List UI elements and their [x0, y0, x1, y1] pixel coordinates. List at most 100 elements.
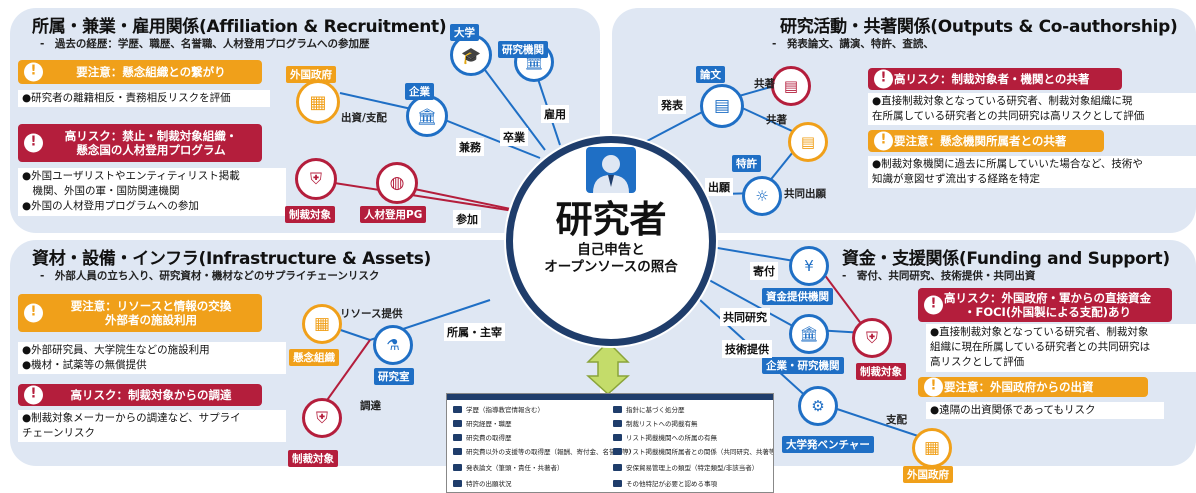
lab-node: ⚗ — [373, 325, 413, 365]
outputs-caution-note: ●制裁対象機関に過去に所属していいた場合など、技術や 知識が意図せず流出する経路… — [868, 156, 1196, 189]
infra-high-note: ●制裁対象メーカーからの調達など、サプライ チェーンリスク — [18, 410, 286, 443]
edge-joint: 共同研究 — [720, 308, 770, 326]
exclamation-icon: ! — [24, 133, 43, 153]
concern-org-node: ▦ — [302, 304, 342, 344]
outputs-high-banner: ! 高リスク：制裁対象者・機関との共著 — [868, 68, 1122, 90]
funder-node: ¥ — [789, 246, 829, 286]
form-row: 指針に基づく処分歴 — [613, 404, 685, 414]
infra-caution-note: ●外部研究員、大学院生などの施設利用 ●機材・試薬等の無償提供 — [18, 342, 286, 375]
funding-high-banner: ! 高リスク：外国政府・軍からの直接資金・FOCI(外国製による支配)あり — [918, 288, 1172, 322]
infra-title: 資材・設備・インフラ(Infrastructure & Assets) — [32, 249, 431, 269]
patent-tag: 特許 — [732, 155, 761, 172]
edge-affiliation: 所属・主宰 — [444, 323, 505, 341]
form-row: 安保貿易管理上の類型（特定類型/非該当者） — [613, 462, 758, 472]
patent-node: ☼ — [742, 176, 782, 216]
form-row: 研究費以外の支援等の取得歴（報酬、寄付金、名誉職等） — [453, 446, 635, 456]
funding-subtitle: - 寄付、共同研究、技術提供・共同出資 — [842, 270, 1036, 282]
exclamation-icon: ! — [24, 385, 43, 405]
center-title: 研究者 — [555, 198, 667, 241]
lab-tag: 研究室 — [374, 368, 414, 385]
funder-tag: 資金提供機関 — [762, 288, 833, 305]
edge-donate: 寄付 — [750, 262, 778, 280]
coauthor-doc-node-2: ▤ — [788, 122, 828, 162]
edge-tech: 技術提供 — [722, 340, 772, 358]
edge-apply: 出願 — [705, 178, 733, 196]
infra-sanction-node: ⛨ — [302, 398, 342, 438]
talent-pg-tag: 人材登用PG — [360, 206, 427, 223]
center-line1: 自己申告と — [577, 241, 645, 258]
edge-present: 発表 — [658, 96, 686, 114]
company-tag: 企業 — [405, 83, 434, 100]
funding-company-node: 🏛 — [789, 314, 829, 354]
center-line2: オープンソースの照合 — [544, 259, 678, 276]
funding-caution-note: ●遠隔の出資関係であってもリスク — [926, 402, 1164, 420]
startup-node: ⚙ — [798, 386, 838, 426]
coauthor-doc-node-1: ▤ — [771, 66, 811, 106]
sanction-shield-node: ⛨ — [295, 158, 337, 200]
exclamation-icon: ! — [924, 295, 943, 315]
edge-graduate: 卒業 — [500, 128, 528, 146]
funding-title: 資金・支援関係(Funding and Support) — [842, 249, 1170, 269]
form-row: 特許の出願状況 — [453, 478, 512, 488]
concern-org-tag: 懸念組織 — [289, 349, 339, 366]
exclamation-icon: ! — [924, 377, 943, 397]
edge-control: 支配 — [886, 414, 907, 426]
outputs-title: 研究活動・共著関係(Outputs & Co-authorship) — [780, 17, 1178, 37]
form-row: 研究費の取得歴 — [453, 432, 512, 442]
infra-sanctioned-tag: 制裁対象 — [288, 450, 338, 467]
affiliation-title: 所属・兼業・雇用関係(Affiliation & Recruitment) — [32, 17, 447, 37]
outputs-high-note: ●直接制裁対象となっている研究者、制裁対象組織に現 在所属している研究者との共同… — [868, 93, 1196, 126]
form-row: 発表論文（筆頭・責任・共著者） — [453, 462, 564, 472]
edge-coauthor-1: 共著 — [754, 78, 775, 90]
sanctioned-tag: 制裁対象 — [285, 206, 335, 223]
form-row: その他特記が必要と認める事項 — [613, 478, 717, 488]
foreign-gov-tag: 外国政府 — [286, 66, 336, 83]
affiliation-caution-note: ●研究者の離籍相反・責務相反リスクを評価 — [18, 90, 270, 108]
startup-tag: 大学発ベンチャー — [782, 436, 874, 453]
exclamation-icon: ! — [24, 62, 43, 82]
funding-sanction-node: ⛨ — [852, 318, 892, 358]
affiliation-high-note: ●外国ユーザリストやエンティティリスト掲載 機関、外国の軍・国防関連機関 ●外国… — [18, 168, 286, 216]
edge-joint-apply: 共同出願 — [784, 188, 826, 200]
person-icon — [586, 147, 636, 193]
outputs-subtitle: - 発表論文、講演、特許、査読、 — [772, 38, 934, 50]
form-row: リスト掲載機関所属者との関係（共同研究、共著等） — [613, 446, 773, 456]
exclamation-icon: ! — [874, 131, 893, 151]
talent-globe-node: ◍ — [376, 162, 418, 204]
funding-company-tag: 企業・研究機関 — [762, 357, 844, 374]
form-row: 制裁リストへの掲載有無 — [613, 418, 698, 428]
edge-participate: 参加 — [453, 210, 481, 228]
form-row: リスト掲載機関への所属の有無 — [613, 432, 717, 442]
affiliation-subtitle: - 過去の経歴：学歴、職歴、名誉職、人材登用プログラムへの参加歴 — [40, 38, 370, 50]
infra-subtitle: - 外部人員の立ち入り、研究資材・機材などのサプライチェーンリスク — [40, 270, 380, 282]
outputs-caution-banner: ! 要注意：懸念機関所属者との共著 — [868, 130, 1104, 152]
research-inst-tag: 研究機関 — [498, 41, 548, 58]
company-node: 🏛 — [406, 95, 448, 137]
edge-invest: 出資/支配 — [341, 112, 387, 124]
edge-employ: 雇用 — [541, 105, 569, 123]
center-circle: 研究者 自己申告と オープンソースの照合 — [506, 136, 716, 346]
exclamation-icon: ! — [874, 69, 893, 89]
paper-tag: 論文 — [696, 66, 725, 83]
edge-procure: 調達 — [360, 400, 381, 412]
funding-foreign-gov-node: ▦ — [912, 428, 952, 468]
form-row: 研究経歴・職歴 — [453, 418, 512, 428]
edge-resource: リソース提供 — [340, 308, 403, 320]
exclamation-icon: ! — [24, 303, 43, 323]
edge-coauthor-2: 共著 — [766, 114, 787, 126]
infra-high-banner: ! 高リスク：制裁対象からの調達 — [18, 384, 262, 406]
affiliation-high-banner: ! 高リスク：禁止・制裁対象組織・懸念国の人材登用プログラム — [18, 124, 262, 162]
edge-side-job: 兼務 — [456, 138, 484, 156]
bidirectional-arrow — [586, 340, 630, 396]
affiliation-caution-banner: ! 要注意：懸念組織との繋がり — [18, 60, 262, 84]
foreign-gov-node: ▦ — [296, 80, 340, 124]
paper-node: ▤ — [700, 84, 744, 128]
infra-caution-banner: ! 要注意：リソースと情報の交換外部者の施設利用 — [18, 294, 262, 332]
self-report-form: 学歴（指導教官情報含む） 研究経歴・職歴 研究費の取得歴 研究費以外の支援等の取… — [446, 393, 774, 493]
funding-foreign-gov-tag: 外国政府 — [903, 466, 953, 483]
university-tag: 大学 — [450, 24, 479, 41]
funding-sanctioned-tag: 制裁対象 — [856, 363, 906, 380]
form-row: 学歴（指導教官情報含む） — [453, 404, 544, 414]
funding-high-note: ●直接制裁対象となっている研究者、制裁対象 組織に現在所属している研究者との共同… — [926, 324, 1196, 372]
funding-caution-banner: ! 要注意：外国政府からの出資 — [918, 377, 1148, 397]
